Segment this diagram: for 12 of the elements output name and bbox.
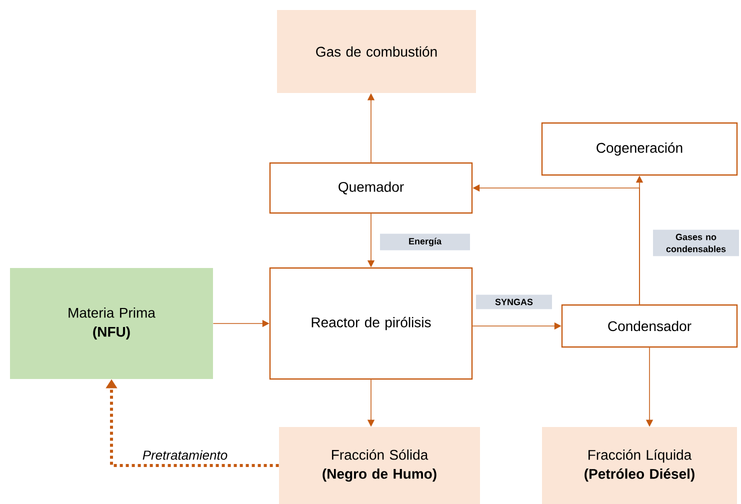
output-box: Fracción Líquida (Petróleo Diésel) [542, 427, 737, 504]
process-box: Cogeneración [541, 122, 738, 176]
input-box: Materia Prima (NFU) [10, 268, 213, 379]
edge-label: SYNGAS [476, 294, 552, 310]
edge-label: Energía [380, 234, 470, 250]
process-box: Quemador [269, 162, 473, 214]
edge-label: Pretratamiento [140, 448, 230, 462]
output-box: Gas de combustión [277, 10, 476, 93]
process-box: Reactor de pirólisis [269, 267, 473, 380]
edge-label: Gases no condensables [653, 230, 739, 256]
process-box: Condensador [561, 304, 738, 348]
output-box: Fracción Sólida (Negro de Humo) [279, 427, 480, 504]
